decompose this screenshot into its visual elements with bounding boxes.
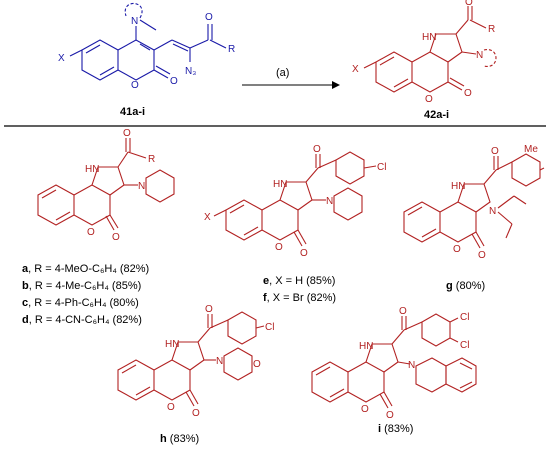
h-atom-n: N	[216, 356, 223, 367]
i-atom-o-ring: O	[361, 404, 369, 415]
abcd-atom-o-ketone: O	[123, 128, 131, 139]
atom-o-ring: O	[131, 80, 139, 91]
compound-id: a	[22, 263, 29, 275]
compound-text: , R = 4-Ph-C₆H₄ (80%)	[28, 297, 139, 309]
compound-id: b	[22, 280, 29, 292]
i-atom-o-ketone: O	[399, 306, 407, 317]
reactant-structure: X N O O N₃ O R	[58, 2, 235, 91]
compound-text: (80%)	[453, 280, 485, 292]
caption-h: h (83%)	[160, 433, 199, 445]
product-atom-x: X	[352, 64, 359, 75]
compound-id: g	[446, 280, 453, 292]
caption-g: g (80%)	[446, 280, 485, 292]
compound-id: h	[160, 433, 167, 445]
abcd-atom-hn: HN	[85, 164, 99, 175]
atom-r: R	[228, 44, 235, 55]
g-atom-hn: HN	[451, 181, 465, 192]
caption-ef: e, X = H (85%) f, X = Br (82%)	[263, 275, 336, 304]
product-atom-o-ring: O	[425, 94, 433, 105]
ef-atom-x: X	[204, 212, 211, 223]
product-atom-o-carbonyl: O	[464, 88, 472, 99]
compound-text: (83%)	[381, 423, 413, 435]
compound-text: (83%)	[167, 433, 199, 445]
ef-atom-cl: Cl	[377, 162, 386, 173]
compound-id: e	[263, 275, 269, 287]
i-atom-cl-2: Cl	[460, 340, 469, 351]
structure-abcd: HN N O O O R	[37, 128, 175, 243]
g-atom-n: N	[489, 206, 496, 217]
g-atom-o-carbonyl: O	[478, 250, 486, 261]
caption-i: i (83%)	[378, 423, 413, 435]
ef-atom-o-carbonyl: O	[300, 248, 308, 259]
h-atom-o-ring: O	[167, 402, 175, 413]
ef-atom-o-ring: O	[275, 242, 283, 253]
compound-text: , X = Br (82%)	[267, 292, 336, 304]
i-atom-cl-1: Cl	[460, 312, 469, 323]
structure-i: HN N O O O Cl Cl	[311, 306, 477, 421]
g-atom-o-ring: O	[453, 244, 461, 255]
product-atom-r: R	[488, 24, 495, 35]
compound-id: i	[378, 423, 381, 435]
reaction-arrow	[242, 81, 340, 89]
caption-line: d, R = 4-CN-C₆H₄ (82%)	[22, 314, 142, 326]
product-atom-n: N	[476, 50, 483, 61]
caption-line: c, R = 4-Ph-C₆H₄ (80%)	[22, 297, 139, 309]
caption-line: b, R = 4-Me-C₆H₄ (85%)	[22, 280, 141, 292]
structure-ef: X HN N O O O Cl	[204, 144, 386, 259]
compound-id: d	[22, 314, 29, 326]
condition-label: (a)	[276, 67, 289, 79]
ef-atom-hn: HN	[273, 179, 287, 190]
product-atom-o-ketone: O	[465, 0, 473, 8]
caption-line: e, X = H (85%)	[263, 275, 335, 287]
atom-x: X	[58, 53, 65, 64]
h-atom-o-carbonyl: O	[192, 408, 200, 419]
reactant-label: 41a-i	[120, 106, 145, 118]
h-atom-o-morpholine: O	[253, 359, 261, 370]
structure-g: HN N O O O Me	[403, 144, 545, 261]
product-structure: X HN N O O O R	[352, 0, 497, 105]
compound-text: , R = 4-CN-C₆H₄ (82%)	[29, 314, 142, 326]
atom-n3: N₃	[185, 66, 196, 77]
atom-n: N	[131, 16, 138, 27]
i-atom-o-carbonyl: O	[386, 410, 394, 421]
caption-line: a, R = 4-MeO-C₆H₄ (82%)	[22, 263, 149, 275]
abcd-atom-o-carbonyl: O	[112, 232, 120, 243]
ef-atom-o-ketone: O	[313, 144, 321, 155]
compound-id: f	[263, 292, 267, 304]
abcd-atom-n: N	[138, 181, 145, 192]
compound-text: , R = 4-MeO-C₆H₄ (82%)	[28, 263, 149, 275]
structure-h: HN N O O O O Cl	[117, 304, 274, 419]
atom-o-carbonyl: O	[170, 76, 178, 87]
i-atom-hn: HN	[359, 341, 373, 352]
ef-atom-n: N	[326, 196, 333, 207]
compound-text: , R = 4-Me-C₆H₄ (85%)	[29, 280, 142, 292]
compound-text: , X = H (85%)	[269, 275, 335, 287]
h-atom-cl: Cl	[265, 322, 274, 333]
h-atom-o-ketone: O	[205, 304, 213, 315]
i-atom-n: N	[408, 360, 415, 371]
caption-abcd: a, R = 4-MeO-C₆H₄ (82%) b, R = 4-Me-C₆H₄…	[22, 263, 149, 326]
h-atom-hn: HN	[165, 339, 179, 350]
product-label: 42a-i	[424, 109, 449, 121]
compound-id: c	[22, 297, 28, 309]
abcd-atom-r: R	[148, 154, 155, 165]
g-atom-o-ketone: O	[491, 146, 499, 157]
abcd-atom-o-ring: O	[87, 227, 95, 238]
atom-o-ketone: O	[205, 12, 213, 23]
product-atom-hn: HN	[422, 32, 436, 43]
caption-line: f, X = Br (82%)	[263, 292, 336, 304]
g-atom-me: Me	[524, 144, 538, 155]
